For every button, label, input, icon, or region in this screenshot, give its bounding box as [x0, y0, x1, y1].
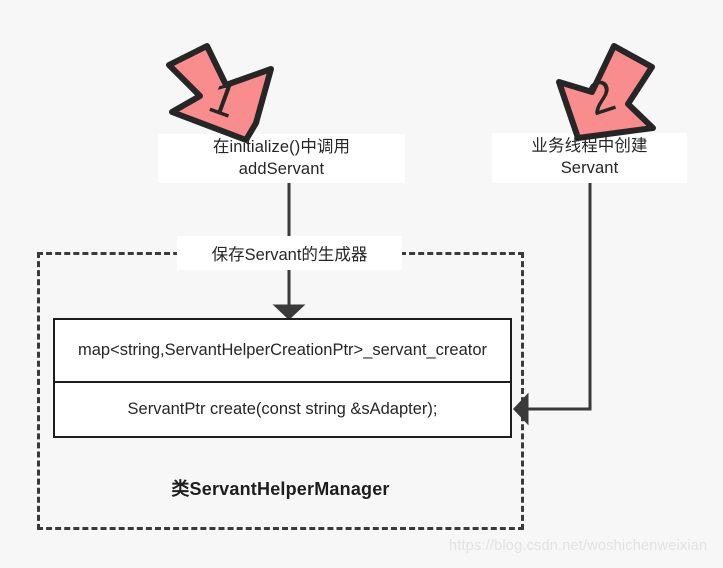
sketch-arrow-2-shape	[556, 43, 656, 141]
edge-label: 保存Servant的生成器	[177, 236, 402, 270]
class-title: 类ServantHelperManager	[171, 479, 390, 499]
class-attributes-compartment: map<string,ServantHelperCreationPtr>_ser…	[55, 320, 510, 383]
class-attribute-text: map<string,ServantHelperCreationPtr>_ser…	[77, 340, 488, 359]
note-box-1-line-2: addServant	[238, 159, 325, 178]
note-box-2-line-1: 业务线程中创建	[531, 137, 648, 156]
sketch-arrow-marker-2: 2	[556, 43, 656, 141]
watermark: https://blog.csdn.net/woshichenweixian	[449, 538, 708, 554]
note-box-1: 在initialize()中调用 addServant	[158, 134, 405, 183]
class-methods-compartment: ServantPtr create(const string &sAdapter…	[55, 383, 510, 435]
sketch-arrow-1-shape	[166, 43, 274, 143]
note-box-2-line-2: Servant	[560, 159, 619, 177]
connector-note2-to-class	[513, 183, 592, 426]
class-method-text: ServantPtr create(const string &sAdapter…	[127, 399, 438, 418]
note-box-2-text: 业务线程中创建 Servant	[531, 136, 647, 180]
note-box-2: 业务线程中创建 Servant	[492, 133, 687, 183]
sketch-arrow-marker-1: 1	[166, 43, 274, 143]
uml-class-box: map<string,ServantHelperCreationPtr>_ser…	[53, 318, 512, 438]
